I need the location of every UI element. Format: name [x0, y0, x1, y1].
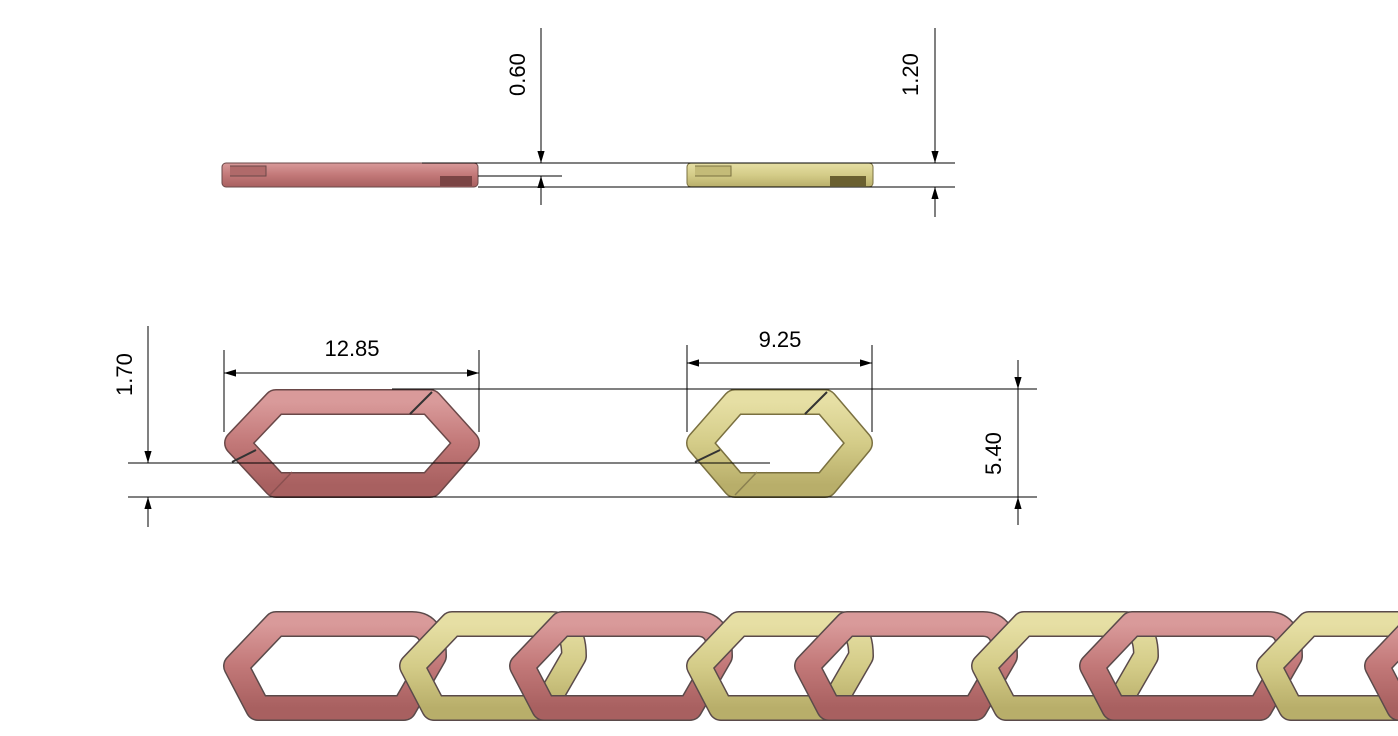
dimension-label: 1.20: [898, 53, 923, 96]
dimension-label: 12.85: [324, 336, 379, 361]
dimension-label: 0.60: [505, 53, 530, 96]
dimension-thickness-total: 1.20: [478, 28, 955, 217]
top-view-small-link: [686, 389, 873, 498]
dimension-offset-height: 1.70: [112, 326, 770, 527]
dimension-link-width: 5.40: [128, 360, 1037, 525]
dimension-label: 9.25: [759, 327, 802, 352]
side-view-small-link: [686, 162, 874, 188]
dimension-label: 5.40: [981, 432, 1006, 475]
side-view-large-link: [221, 162, 479, 188]
dimension-label: 1.70: [112, 353, 137, 396]
dimension-thickness-small: 0.60: [422, 28, 562, 205]
chain-assembly: [223, 611, 1398, 721]
dimension-large-link-length: 12.85: [223, 336, 480, 432]
top-view-large-link: [224, 389, 480, 498]
